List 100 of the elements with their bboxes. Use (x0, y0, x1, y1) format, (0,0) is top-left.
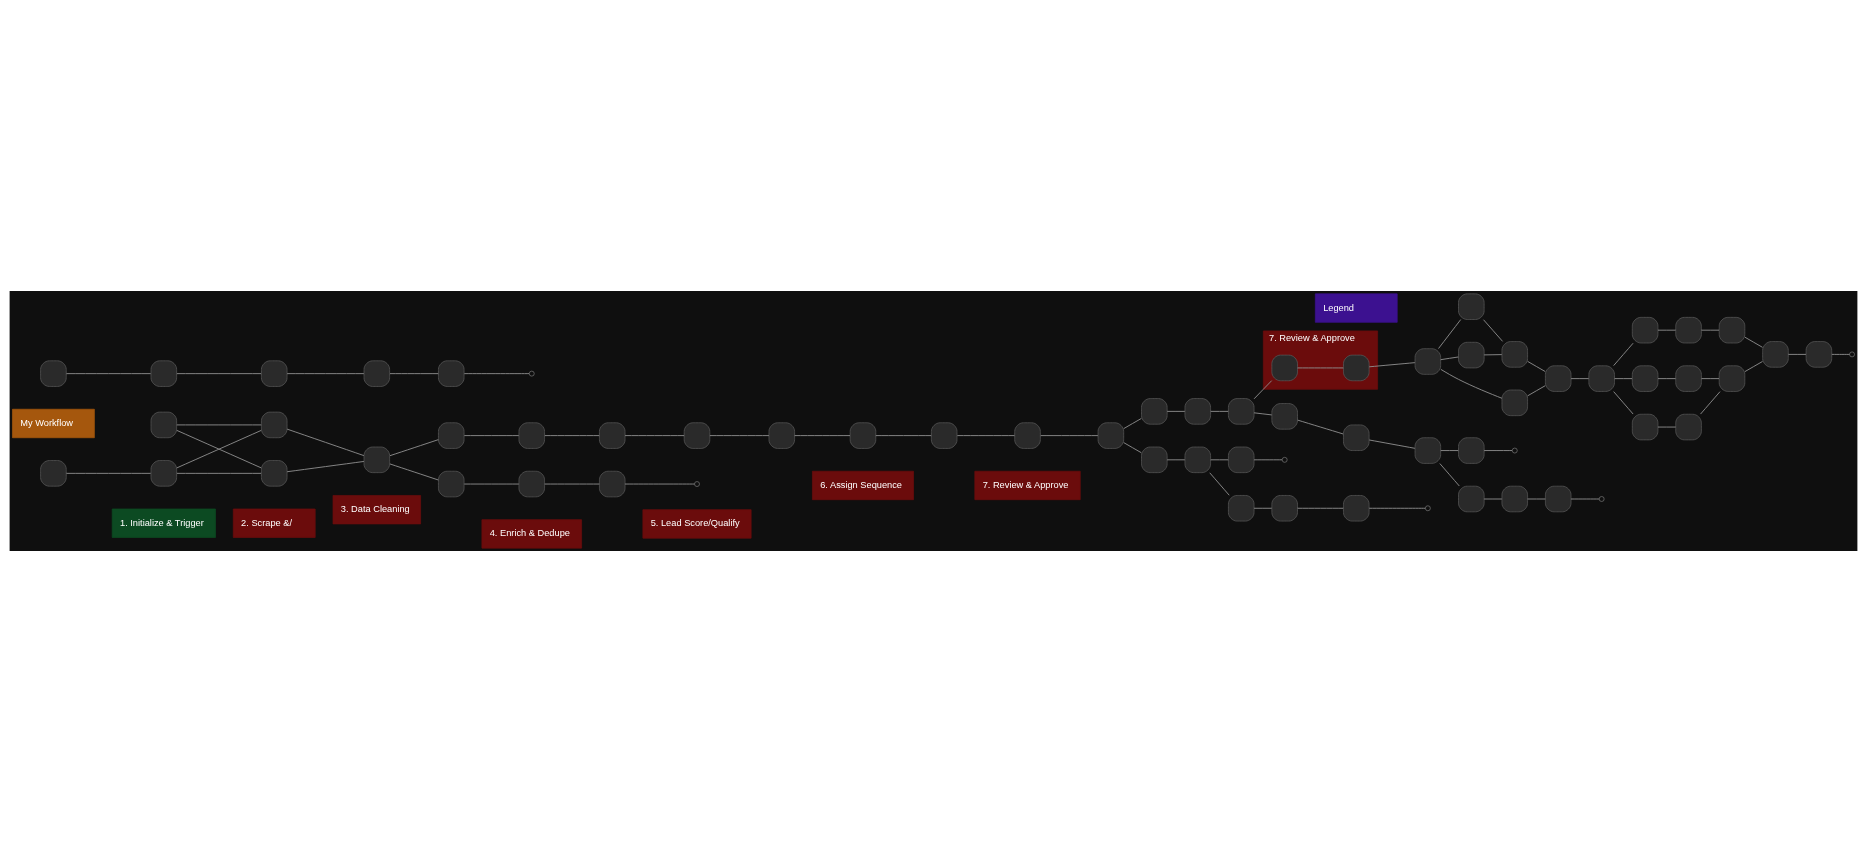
connector (1570, 498, 1600, 500)
connector (1440, 368, 1503, 399)
node-box (1675, 317, 1702, 344)
node-box (1545, 485, 1572, 513)
connector (389, 463, 439, 481)
node-box (1271, 403, 1298, 430)
node-box: 2. Scrape &/ (232, 508, 316, 538)
connector (1831, 353, 1850, 355)
connector (1040, 435, 1099, 437)
connector (1253, 459, 1283, 461)
connector (176, 429, 262, 469)
node-box (40, 460, 67, 487)
node-box (1228, 398, 1255, 425)
node-box (1631, 365, 1659, 392)
connector (1210, 459, 1229, 461)
node-box (261, 411, 288, 439)
node-box (1501, 341, 1528, 368)
connector (463, 373, 530, 375)
node-box (363, 360, 390, 387)
connector (624, 483, 695, 485)
node-box: 7. Review & Approve (974, 470, 1081, 501)
connector (463, 435, 520, 437)
node-box (1414, 348, 1442, 375)
connector (1368, 362, 1416, 368)
connector (1657, 329, 1677, 331)
node-box (1184, 398, 1211, 425)
node-box (1501, 389, 1528, 416)
node-box (1097, 422, 1125, 449)
connector (286, 373, 365, 375)
node-box (1343, 495, 1370, 522)
connector (389, 373, 439, 375)
node-box (1271, 354, 1298, 382)
connector (1527, 498, 1546, 500)
connector (1166, 410, 1186, 412)
connector (1123, 442, 1142, 454)
node-box (1631, 413, 1659, 441)
node-box (438, 422, 465, 449)
connector (286, 461, 365, 473)
connector (176, 424, 262, 426)
node-box (683, 422, 711, 449)
connector (176, 472, 262, 474)
connector (544, 483, 600, 485)
node-box (363, 446, 390, 473)
connector (1209, 472, 1230, 496)
connector (956, 435, 1015, 437)
connector (1440, 450, 1459, 452)
node-box (1675, 365, 1702, 392)
connector (1700, 329, 1720, 331)
connector (1438, 319, 1462, 349)
connector (1744, 336, 1763, 348)
node-box (1588, 365, 1615, 392)
node-box (1718, 365, 1746, 392)
node-box (150, 360, 177, 387)
connector (463, 483, 520, 485)
node-box (1545, 365, 1572, 392)
connector (1527, 385, 1546, 397)
node-box (1414, 437, 1442, 464)
node-box (1762, 341, 1789, 368)
connector (1483, 354, 1503, 356)
connector (1700, 378, 1720, 380)
connector (1210, 410, 1229, 412)
connector (389, 439, 439, 457)
node-box (931, 422, 958, 449)
node-box (1718, 317, 1746, 344)
node-box (261, 360, 288, 387)
node-box (1501, 485, 1528, 513)
connector (1439, 463, 1460, 487)
node-box (1014, 422, 1041, 449)
node-box: Legend (1314, 293, 1398, 323)
node-box (261, 460, 288, 487)
node-box (1271, 495, 1298, 522)
connector (65, 472, 152, 474)
connector (1613, 342, 1634, 367)
node-box (1631, 317, 1659, 344)
connector (1700, 391, 1721, 415)
node-box (150, 460, 177, 487)
node-box (1141, 446, 1168, 473)
node-box (438, 470, 465, 498)
node-box (150, 411, 177, 439)
node-box (1343, 424, 1370, 451)
node-box (518, 422, 545, 449)
connector (1657, 378, 1677, 380)
connector (1613, 391, 1634, 415)
node-box (1228, 495, 1255, 522)
connector (1368, 507, 1426, 509)
connector (1297, 419, 1344, 435)
node-box: 1. Initialize & Trigger (111, 508, 216, 538)
connector (1787, 353, 1807, 355)
connector (1368, 439, 1416, 449)
node-box (1458, 341, 1485, 369)
node-box (599, 470, 626, 498)
connector (1570, 378, 1590, 380)
node-box: My Workflow (12, 408, 95, 439)
connector (1483, 319, 1504, 342)
node-box (1184, 446, 1211, 473)
node-box (40, 360, 67, 387)
connector (1744, 361, 1763, 373)
connector (1166, 459, 1186, 461)
connector (624, 435, 685, 437)
connector (286, 428, 365, 457)
